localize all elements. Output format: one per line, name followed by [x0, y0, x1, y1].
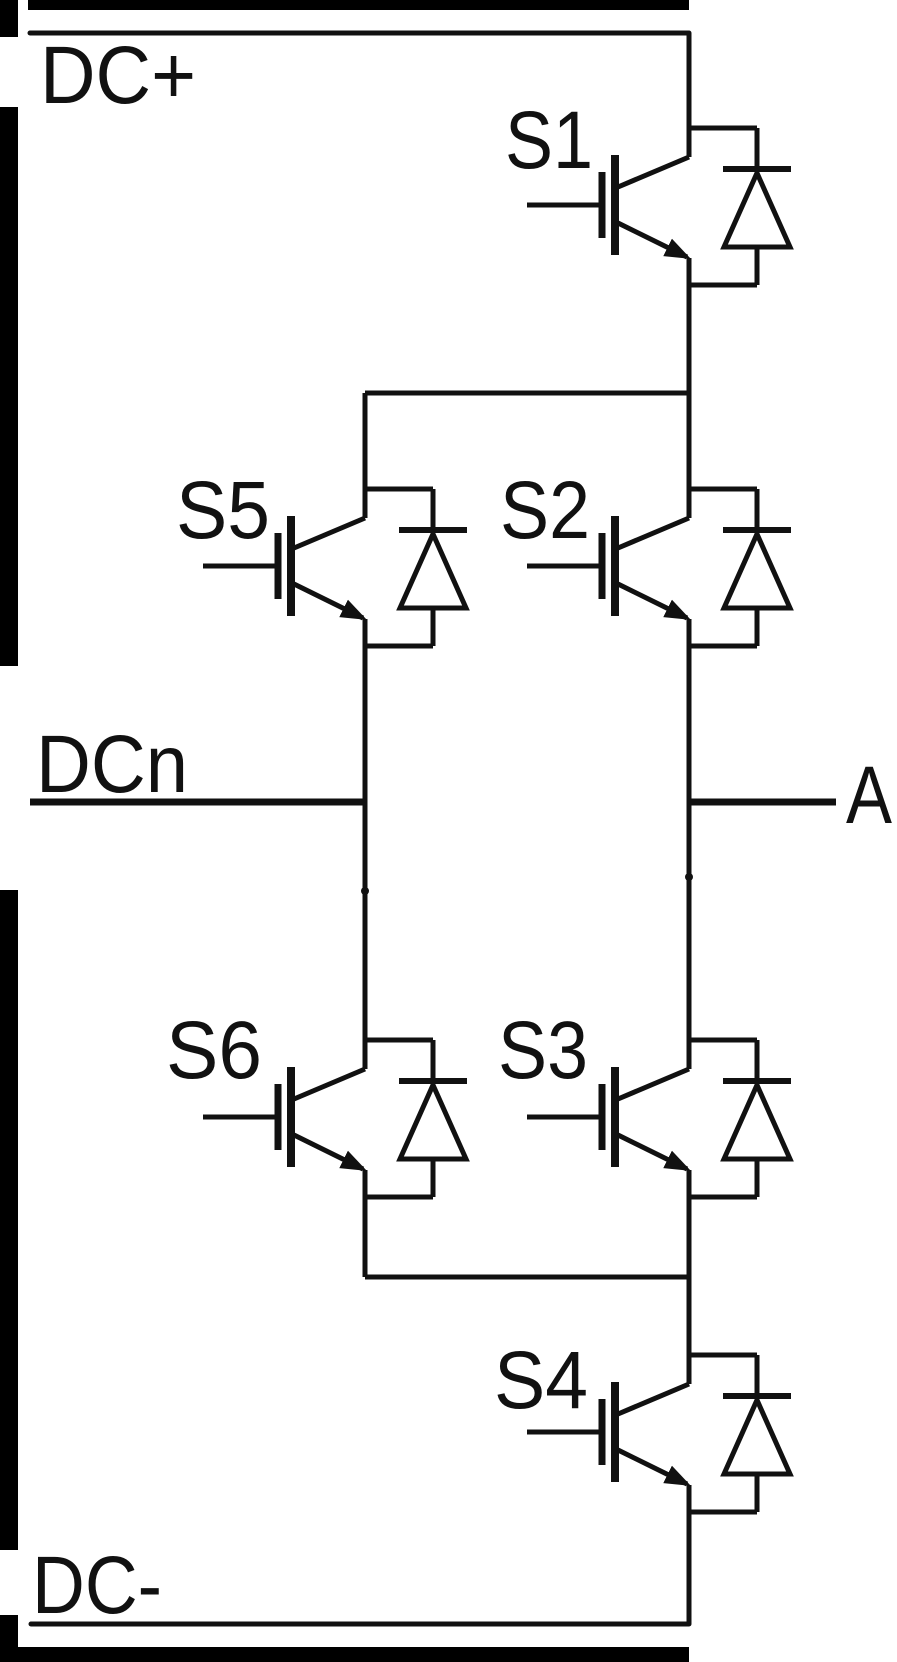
- label-dc-plus: DC+: [40, 30, 196, 121]
- top-busbar: [28, 0, 689, 10]
- junction-dot: [361, 887, 369, 895]
- left-busbar-seg2: [0, 107, 18, 666]
- label-s5: S5: [176, 465, 270, 556]
- left-busbar-seg3: [0, 890, 18, 1550]
- left-busbar-seg1: [0, 0, 18, 37]
- label-s4: S4: [494, 1335, 588, 1426]
- label-s2: S2: [500, 465, 590, 556]
- label-s1: S1: [505, 95, 593, 186]
- bottom-busbar: [0, 1647, 689, 1662]
- junction-dot: [685, 873, 693, 881]
- label-phase-a: A: [846, 750, 892, 841]
- label-dc-minus: DC-: [32, 1540, 162, 1631]
- left-busbar-seg4: [0, 1615, 18, 1662]
- label-s3: S3: [498, 1005, 588, 1096]
- label-dc-neutral: DCn: [36, 719, 188, 810]
- label-s6: S6: [166, 1005, 262, 1096]
